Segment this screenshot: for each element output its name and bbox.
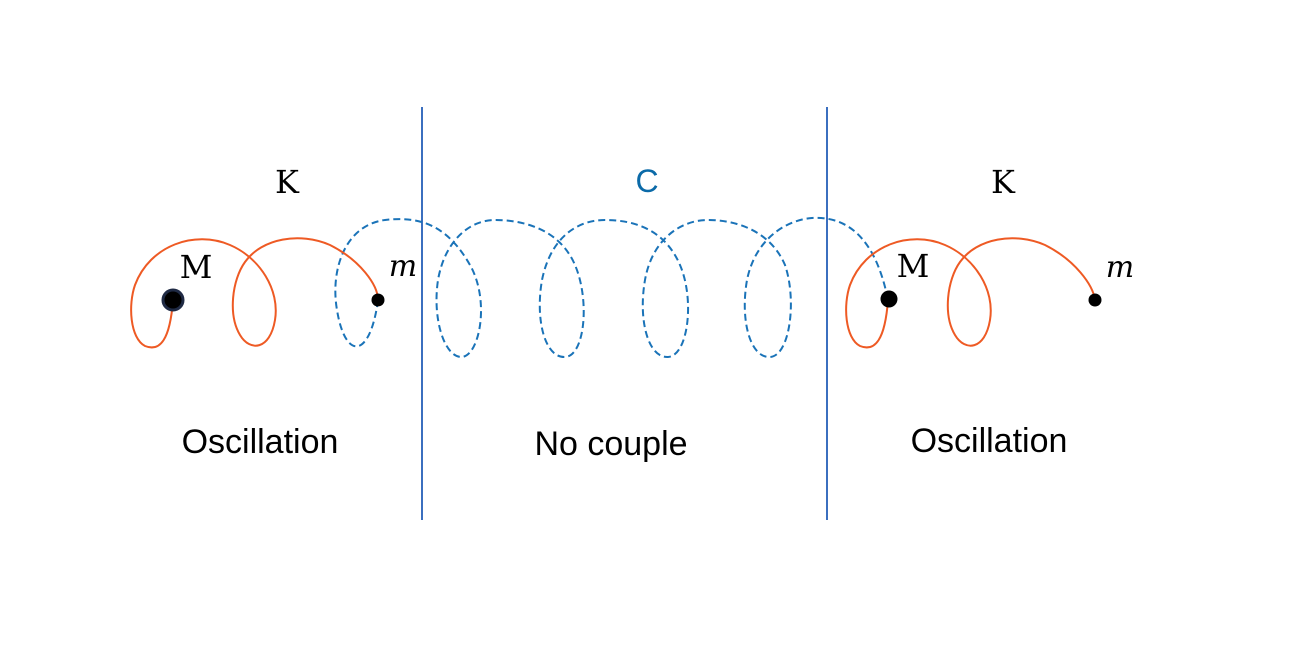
left-mass-small-label: m (389, 249, 417, 284)
right-region-label: Oscillation (911, 422, 1068, 460)
coupling-spring-c (334, 216, 889, 359)
right-mass-big (880, 290, 898, 308)
left-region-label: Oscillation (182, 423, 339, 461)
middle-region-label: No couple (534, 425, 687, 463)
right-mass-small (1088, 293, 1102, 307)
right-spring-k (845, 237, 1096, 349)
left-mass-small (371, 293, 385, 307)
left-spring-k (130, 237, 379, 349)
middle-spring-label: C (635, 163, 658, 199)
right-spring-label: K (991, 163, 1016, 201)
left-spring-label: K (275, 163, 300, 201)
left-mass-big (161, 288, 185, 312)
right-mass-big-label: M (897, 247, 930, 285)
right-mass-small-label: m (1106, 250, 1134, 285)
left-mass-big-label: M (180, 248, 213, 286)
